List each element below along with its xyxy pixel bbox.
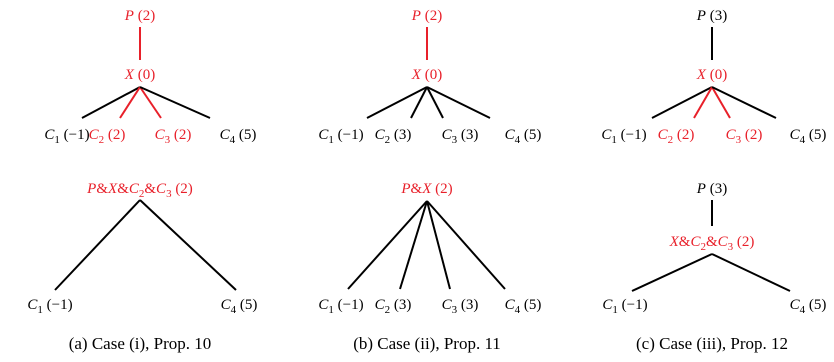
node-c3-panel-2-bottom: C3 (3) [442,297,479,316]
edge-x-c2-panel-1-top [119,86,141,119]
node-c4-panel-2-bottom: C4 (5) [505,297,542,316]
node-x-panel-2-top: X (0) [411,67,442,83]
node-p-panel-2-top: P (2) [411,8,442,24]
node-c3-panel-3-top: C3 (2) [726,127,763,146]
node-c2-panel-3-top: C2 (2) [658,127,695,146]
edge-m-c2-panel-2-bottom [399,200,428,290]
node-c4-panel-2-top: C4 (5) [505,127,542,146]
node-c3-panel-2-top: C3 (3) [442,127,479,146]
node-c4-panel-1-top: C4 (5) [220,127,257,146]
edge-x-c2-panel-3-top [693,86,713,119]
node-m-panel-3-bottom: X&C2&C3 (2) [669,234,755,253]
node-c1-panel-1-top: C1 (−1) [44,127,89,146]
node-c2-panel-2-top: C2 (3) [375,127,412,146]
node-m-panel-2-bottom: P&X (2) [400,181,452,197]
node-c1-panel-3-top: C1 (−1) [601,127,646,146]
edge-x-c3-panel-2-top [426,86,444,119]
labels-layer: P (2)X (0)C1 (−1)C2 (2)C3 (2)C4 (5)P&X&C… [27,8,826,353]
edge-x-c4-panel-2-top [426,86,491,119]
edge-m-c1-panel-1-bottom [54,199,141,291]
node-x-panel-3-top: X (0) [696,67,727,83]
caption-panel-3: (c) Case (iii), Prop. 12 [636,334,788,353]
node-c1-panel-2-top: C1 (−1) [318,127,363,146]
edge-x-c2-panel-2-top [410,86,428,119]
node-p-panel-3-top: P (3) [696,8,727,24]
node-p-panel-3-bottom: P (3) [696,181,727,197]
edge-m-c1-panel-2-bottom [347,200,428,290]
node-c3-panel-1-top: C3 (2) [155,127,192,146]
edge-x-c4-panel-3-top [711,86,777,119]
node-c1-panel-3-bottom: C1 (−1) [602,297,647,316]
edge-m-c4-panel-3-bottom [711,253,791,292]
node-c4-panel-3-bottom: C4 (5) [790,297,827,316]
edge-x-c1-panel-1-top [81,86,141,119]
node-c1-panel-1-bottom: C1 (−1) [27,297,72,316]
edge-m-c4-panel-1-bottom [139,199,237,291]
node-c1-panel-2-bottom: C1 (−1) [318,297,363,316]
edges-layer [54,27,791,292]
edge-x-c1-panel-2-top [366,86,428,119]
node-c4-panel-1-bottom: C4 (5) [221,297,258,316]
edge-x-c3-panel-3-top [711,86,731,119]
node-c4-panel-3-top: C4 (5) [790,127,827,146]
node-c2-panel-2-bottom: C2 (3) [375,297,412,316]
node-p-panel-1-top: P (2) [124,8,155,24]
node-m-panel-1-bottom: P&X&C2&C3 (2) [86,181,193,200]
caption-panel-1: (a) Case (i), Prop. 10 [69,334,212,353]
edge-x-c4-panel-1-top [139,86,211,119]
edge-x-c3-panel-1-top [139,86,162,119]
edge-m-c3-panel-2-bottom [426,200,451,290]
edge-x-c1-panel-3-top [651,86,713,119]
edge-m-c1-panel-3-bottom [631,253,713,292]
caption-panel-2: (b) Case (ii), Prop. 11 [353,334,501,353]
edge-m-c4-panel-2-bottom [426,200,506,290]
node-c2-panel-1-top: C2 (2) [89,127,126,146]
node-x-panel-1-top: X (0) [124,67,155,83]
